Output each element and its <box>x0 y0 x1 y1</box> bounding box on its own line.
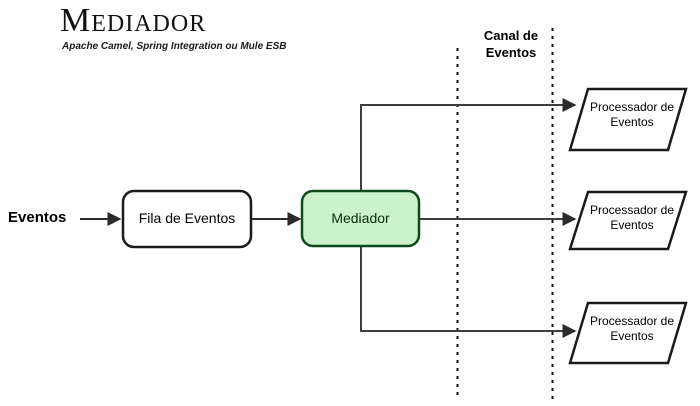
queue-node[interactable] <box>121 189 253 249</box>
channel-label-line-1: Canal de <box>483 28 539 43</box>
connector-mediador-to-processor-3 <box>360 246 577 338</box>
processor-node-2[interactable] <box>568 190 688 251</box>
processor-node-3[interactable] <box>568 301 688 365</box>
mediador-node[interactable] <box>300 189 421 248</box>
input-events-label: Eventos <box>8 209 67 226</box>
page-title: Mediador <box>60 2 207 39</box>
channel-label-line-2: Eventos <box>485 45 537 60</box>
processor-node-1[interactable] <box>568 87 688 152</box>
connector-mediador-to-processor-1 <box>360 98 577 191</box>
page-subtitle: Apache Camel, Spring Integration ou Mule… <box>62 41 287 52</box>
channel-label: Canal de Eventos <box>466 27 556 61</box>
